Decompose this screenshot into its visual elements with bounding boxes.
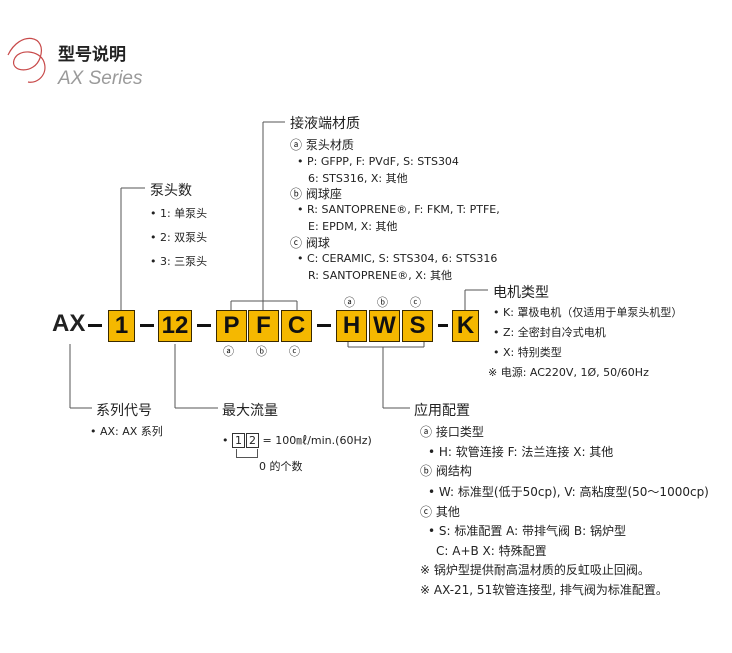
code-dash [88, 324, 102, 327]
code-box-max-flow: 12 [158, 310, 192, 342]
motor-power-note: ※ 电源: AC220V, 1Ø, 50/60Hz [488, 366, 649, 379]
logo-swirl-icon [7, 37, 46, 83]
max-flow-digit: 2 [246, 433, 259, 448]
motor-item: • K: 罩极电机（仅适用于单泵头机型） [493, 306, 683, 319]
marker-c-c: ⓒ [289, 345, 300, 358]
max-flow-unit: = 100㎖/min.(60Hz) [259, 434, 372, 447]
code-dash [317, 324, 331, 327]
code-box-p: P [216, 310, 247, 342]
pump-head-title: 泵头数 [150, 183, 192, 199]
code-box-s: S [402, 310, 433, 342]
code-prefix: AX [52, 310, 86, 337]
code-dash [140, 324, 154, 327]
code-dash [438, 324, 448, 327]
code-dash [197, 324, 211, 327]
pump-head-item: • 3: 三泵头 [150, 255, 208, 268]
max-flow-note: 0 的个数 [259, 460, 303, 473]
wetted-a-line: • P: GFPP, F: PVdF, S: STS304 [297, 155, 459, 168]
pump-head-item: • 1: 单泵头 [150, 207, 208, 220]
max-flow-bullet: • [222, 434, 232, 447]
config-c-line: • S: 标准配置 A: 带排气阀 B: 锅炉型 [428, 524, 626, 538]
config-c-line: C: A+B X: 特殊配置 [436, 544, 547, 558]
max-flow-digit: 1 [232, 433, 245, 448]
config-a-title: ⓐ 接口类型 [420, 425, 484, 439]
code-box-w: W [369, 310, 400, 342]
wetted-title: 接液端材质 [290, 116, 360, 132]
wetted-a-title: ⓐ 泵头材质 [290, 138, 354, 152]
config-title: 应用配置 [414, 403, 470, 419]
max-flow-bracket [236, 449, 237, 458]
marker-c-s: ⓒ [410, 296, 421, 309]
page-title: 型号说明 [58, 45, 126, 65]
max-flow-bracket [236, 457, 258, 458]
config-b-line: • W: 标准型(低于50cp), V: 高粘度型(50～1000cp) [428, 485, 709, 499]
marker-a-p: ⓐ [223, 345, 234, 358]
code-box-f: F [248, 310, 279, 342]
wetted-b-line: E: EPDM, X: 其他 [308, 220, 398, 233]
marker-a-h: ⓐ [344, 296, 355, 309]
page-subtitle: AX Series [58, 68, 143, 89]
marker-b-f: ⓑ [256, 345, 267, 358]
series-item: • AX: AX 系列 [90, 425, 163, 438]
series-title: 系列代号 [96, 403, 152, 419]
config-note: ※ 锅炉型提供耐高温材质的反虹吸止回阀。 [420, 563, 650, 577]
config-c-title: ⓒ 其他 [420, 505, 460, 519]
marker-b-w: ⓑ [377, 296, 388, 309]
motor-item: • X: 特别类型 [493, 346, 562, 359]
config-a-line: • H: 软管连接 F: 法兰连接 X: 其他 [428, 445, 614, 459]
max-flow-bracket [257, 449, 258, 458]
code-box-k: K [452, 310, 479, 342]
wetted-a-line: 6: STS316, X: 其他 [308, 172, 408, 185]
wetted-b-title: ⓑ 阀球座 [290, 187, 342, 201]
config-note: ※ AX-21, 51软管连接型, 排气阀为标准配置。 [420, 583, 668, 597]
code-box-c: C [281, 310, 312, 342]
wetted-b-line: • R: SANTOPRENE®, F: FKM, T: PTFE, [297, 203, 500, 216]
motor-title: 电机类型 [493, 285, 549, 301]
wetted-c-line: • C: CERAMIC, S: STS304, 6: STS316 [297, 252, 498, 265]
motor-item: • Z: 全密封自冷式电机 [493, 326, 606, 339]
max-flow-title: 最大流量 [222, 403, 278, 419]
code-box-pump-head: 1 [108, 310, 135, 342]
pump-head-item: • 2: 双泵头 [150, 231, 208, 244]
code-box-h: H [336, 310, 367, 342]
config-b-title: ⓑ 阀结构 [420, 464, 472, 478]
wetted-c-title: ⓒ 阀球 [290, 236, 330, 250]
wetted-c-line: R: SANTOPRENE®, X: 其他 [308, 269, 452, 282]
